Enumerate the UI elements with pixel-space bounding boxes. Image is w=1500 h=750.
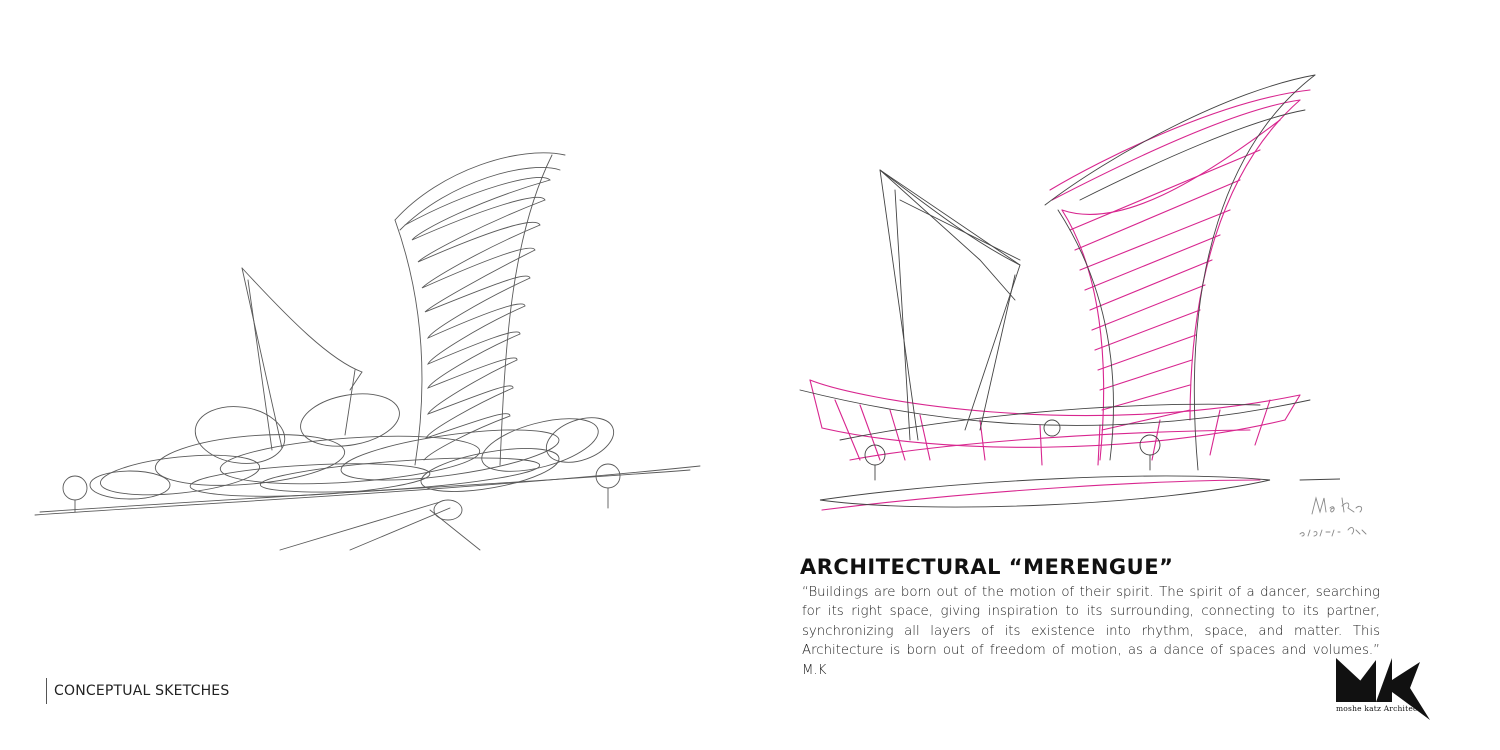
section-label: CONCEPTUAL SKETCHES — [46, 678, 229, 704]
conceptual-sketch-left — [34, 152, 701, 551]
conceptual-sketch-right — [799, 74, 1340, 511]
mk-logo-icon — [1336, 658, 1430, 720]
architect-quote: “Buildings are born out of the motion of… — [802, 585, 1380, 678]
handwritten-signature — [1299, 496, 1367, 537]
page-title: ARCHITECTURAL “MERENGUE” — [800, 555, 1174, 579]
logo-text: moshe katz Architect — [1336, 704, 1421, 713]
section-label-text: CONCEPTUAL SKETCHES — [54, 683, 230, 699]
